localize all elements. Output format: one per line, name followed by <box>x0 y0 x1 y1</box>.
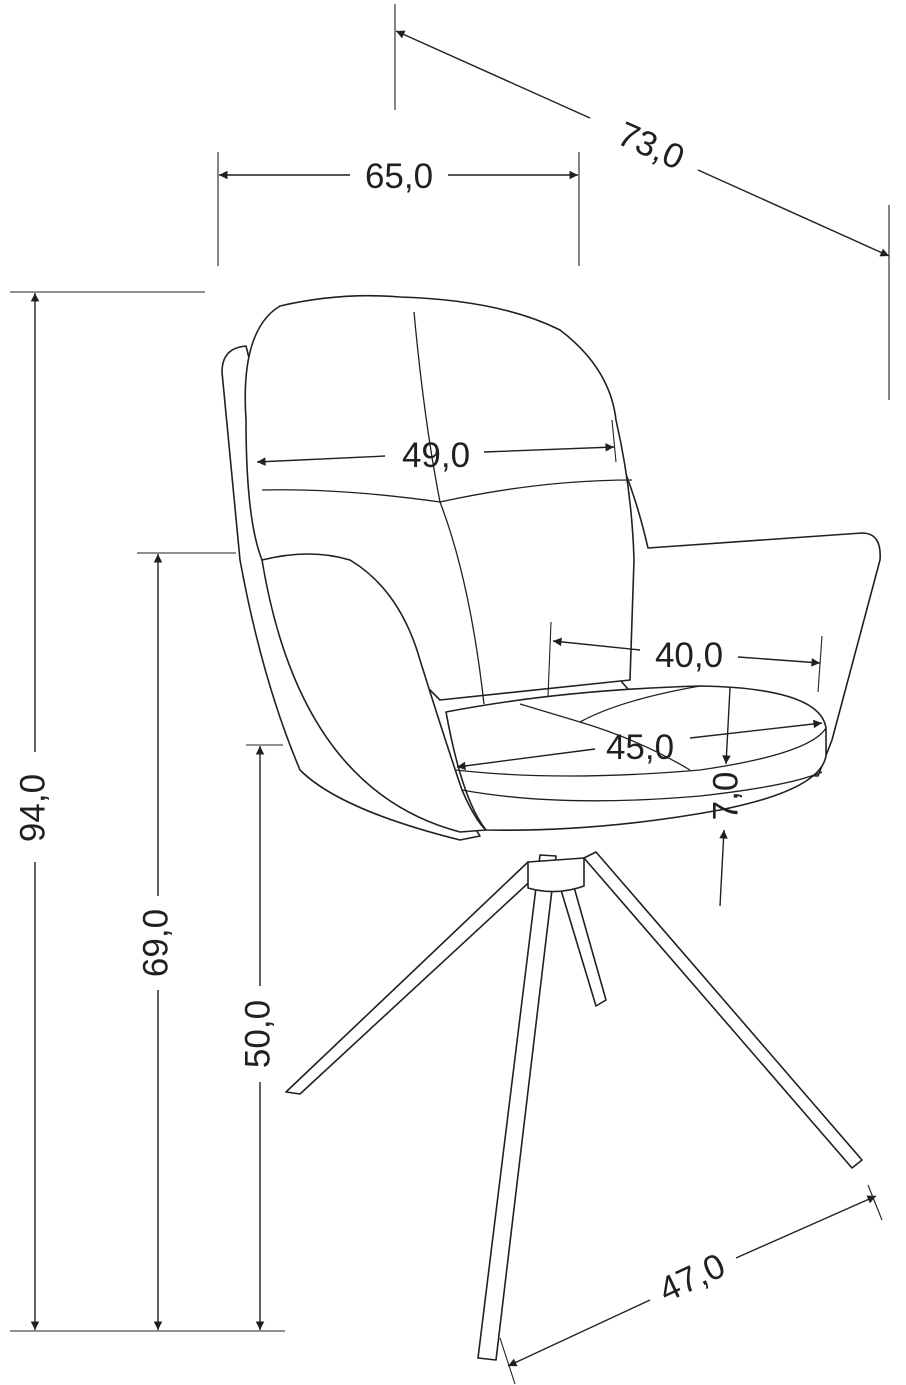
ext-line-49-right <box>611 419 617 463</box>
dim-line-45-b <box>689 719 823 739</box>
chair-leg-front <box>477 854 557 1361</box>
label-seat-width: 45,0 <box>606 728 674 767</box>
dim-line-49-a <box>256 455 386 466</box>
label-height-total: 94,0 <box>13 774 52 842</box>
chair-leg-back-center <box>557 879 607 1007</box>
dim-line-49-b <box>483 443 615 453</box>
dim-line-47-a <box>507 1299 651 1367</box>
backrest-seam-vertical <box>413 311 485 705</box>
ext-line-47-right <box>867 1184 883 1221</box>
dim-line-7-bottom <box>719 829 728 907</box>
dim-line-7-top <box>722 687 731 765</box>
dim-line-45-a <box>456 748 596 771</box>
ext-line-47-left <box>499 1337 516 1385</box>
chair-outline <box>221 294 881 1361</box>
ext-line-40-left <box>547 621 552 697</box>
seat-seam-1 <box>519 703 691 771</box>
seat-top-edge <box>455 727 827 777</box>
label-depth-total: 73,0 <box>612 114 690 177</box>
chair-leg-right <box>583 851 863 1169</box>
left-armrest <box>261 553 487 833</box>
dim-line-40-b <box>737 656 821 667</box>
label-backrest-width: 49,0 <box>402 436 470 475</box>
label-seat-thickness: 7,0 <box>706 772 745 821</box>
dimension-lines <box>10 4 890 1385</box>
dim-line-40-a <box>552 637 641 651</box>
chair-leg-left <box>285 861 539 1095</box>
label-width-total: 65,0 <box>365 157 433 196</box>
dim-line-47-b <box>735 1195 877 1259</box>
seat-front-band <box>461 771 823 802</box>
dim-line-73-b <box>697 169 890 257</box>
label-seat-height: 50,0 <box>238 1000 277 1068</box>
swivel-hub <box>527 857 585 893</box>
label-seat-depth: 40,0 <box>655 636 723 675</box>
dim-line-73-a <box>395 30 591 119</box>
seat-cushion <box>445 685 827 831</box>
label-armrest-height: 69,0 <box>136 909 175 977</box>
left-outer-shell <box>221 345 481 841</box>
label-base-width: 47,0 <box>653 1246 731 1310</box>
seat-seam-2 <box>579 685 701 723</box>
